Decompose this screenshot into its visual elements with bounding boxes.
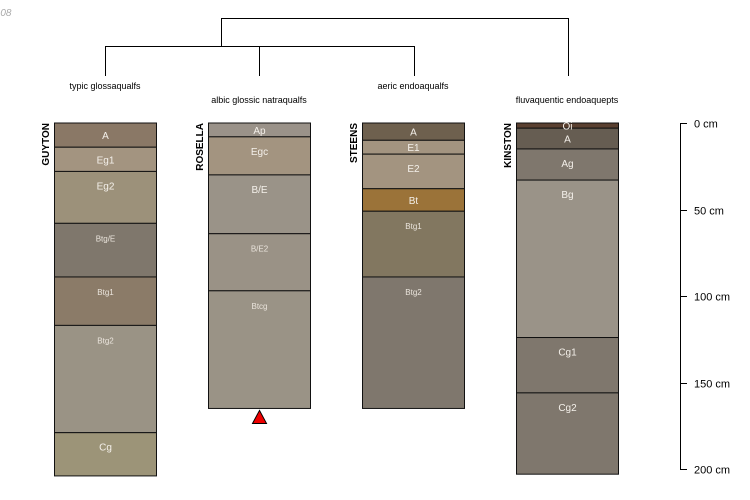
horizon-label: Btg/E	[96, 234, 116, 243]
horizon-label: B/E	[251, 185, 267, 196]
horizon	[516, 337, 619, 394]
horizon-label: Oi	[563, 122, 573, 133]
horizon-label: Cg2	[558, 403, 577, 414]
depth-axis: 0 cm 50 cm 100 cm 150 cm 200 cm	[680, 119, 730, 477]
axis-tick-label: 100 cm	[694, 292, 730, 304]
horizon	[54, 324, 157, 434]
horizon	[208, 174, 311, 235]
horizon	[54, 222, 157, 278]
horizon-label: Bg	[561, 190, 573, 201]
horizon-label: Bt	[409, 196, 419, 207]
profile-name: STEENS	[349, 123, 360, 163]
horizon	[208, 290, 311, 409]
horizon-labels: AEg1Eg2Btg/EBtg1Btg2CgApEgcB/EB/E2BtcgAE…	[96, 122, 577, 454]
horizon-label: B/E2	[251, 245, 269, 254]
dendrogram	[105, 18, 569, 76]
horizon	[362, 276, 465, 409]
taxon-label: albic glossic natraqualfs	[211, 95, 307, 105]
horizon-label: Cg	[99, 443, 112, 454]
axis-tick-label: 200 cm	[694, 465, 730, 477]
taxon-label: fluvaquentic endoaquepts	[516, 95, 619, 105]
taxon-label: typic glossaqualfs	[69, 81, 141, 91]
axis-tick-label: 50 cm	[694, 206, 724, 218]
horizon-label: E1	[407, 143, 420, 154]
horizon-label: A	[410, 128, 417, 139]
dendrogram-top-branch	[221, 18, 569, 76]
horizon-label: Cg1	[558, 348, 577, 359]
horizon	[54, 170, 157, 224]
horizon-label: Btg2	[405, 288, 422, 297]
horizon	[54, 276, 157, 326]
profile-name: ROSELLA	[195, 123, 206, 171]
horizon	[54, 146, 157, 172]
horizon-label: Egc	[251, 147, 268, 158]
dendrogram-left-branch	[105, 46, 415, 76]
horizon-label: A	[102, 131, 109, 142]
horizon	[516, 179, 619, 339]
axis-tick-label: 150 cm	[694, 379, 730, 391]
horizon-label: Btg1	[405, 222, 422, 231]
profile-name: GUYTON	[41, 123, 52, 166]
horizon-label: Eg1	[97, 155, 115, 166]
horizon-label: Btg1	[97, 288, 114, 297]
horizon-label: Btg2	[97, 336, 114, 345]
horizon-label: E2	[407, 164, 420, 175]
taxon-label: aeric endoaqualfs	[377, 81, 449, 91]
horizon-label: Ag	[561, 159, 573, 170]
corner-text: -08	[0, 8, 12, 19]
horizon-label: Eg2	[97, 181, 115, 192]
horizon	[54, 432, 157, 477]
horizon	[516, 148, 619, 181]
profile-name: KINSTON	[503, 123, 514, 168]
horizon	[208, 233, 311, 292]
axis-tick-label: 0 cm	[694, 119, 718, 131]
horizon	[516, 392, 619, 475]
horizon-label: A	[564, 135, 571, 146]
horizon	[362, 153, 465, 190]
horizon	[54, 122, 157, 148]
horizon	[362, 210, 465, 278]
horizon-label: Btcg	[251, 302, 267, 311]
horizon-label: Ap	[253, 126, 266, 137]
bottom-marker-icon	[251, 409, 268, 424]
